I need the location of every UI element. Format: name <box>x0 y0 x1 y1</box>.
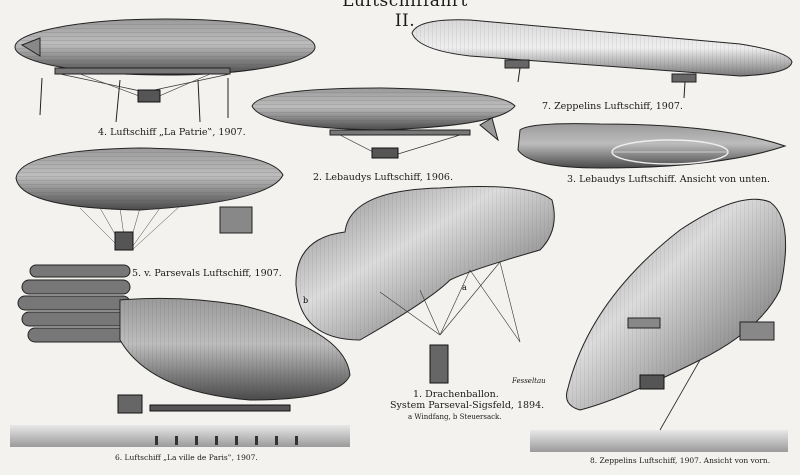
airship-parseval-1907 <box>15 147 284 251</box>
kite-balloon <box>295 186 555 384</box>
caption-4: 4. Luftschiff „La Patrie‟, 1907. <box>98 127 246 138</box>
caption-8: 8. Zeppelins Luftschiff, 1907. Ansicht v… <box>590 456 771 465</box>
caption-5: 5. v. Parsevals Luftschiff, 1907. <box>132 268 282 279</box>
caption-2: 2. Lebaudys Luftschiff, 1906. <box>313 172 453 183</box>
caption-1: 1. Drachenballon. <box>413 389 499 400</box>
caption-1-note: a Windfang, b Steuersack. <box>408 413 502 421</box>
caption-6: 6. Luftschiff „La ville de Paris‟, 1907. <box>115 453 258 462</box>
airship-zeppelin-front <box>530 198 788 452</box>
label-a: a <box>462 283 467 292</box>
airship-zeppelin-side <box>411 19 793 99</box>
label-b: b <box>303 296 308 305</box>
caption-7: 7. Zeppelins Luftschiff, 1907. <box>542 101 683 112</box>
airship-la-patrie <box>14 18 316 123</box>
caption-1-system: System Parseval-Sigsfeld, 1894. <box>390 400 545 411</box>
caption-fesseltau: Fesseltau <box>512 377 546 385</box>
airship-ville-de-paris <box>10 264 351 447</box>
plate-title: Luftschiffahrt II. <box>342 0 468 31</box>
caption-3: 3. Lebaudys Luftschiff. Ansicht von unte… <box>567 174 770 185</box>
airship-lebaudy-1906 <box>251 87 516 159</box>
airship-lebaudy-from-below <box>517 123 787 169</box>
